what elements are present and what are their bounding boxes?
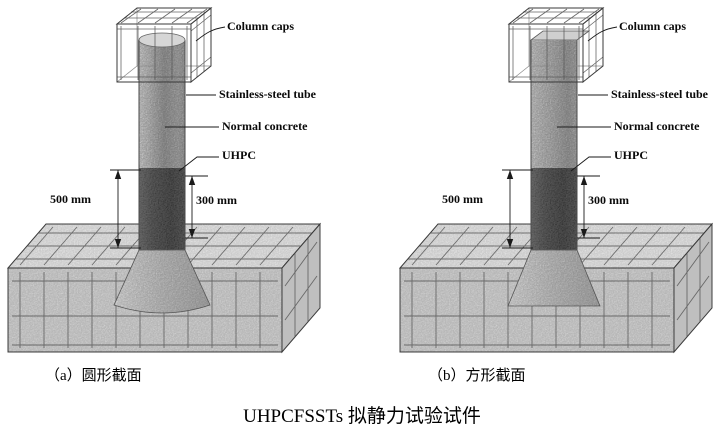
circular-column xyxy=(138,32,186,252)
panel-square-section: Column caps Stainless-steel tube Normal … xyxy=(362,0,724,400)
column-caps-label: Column caps xyxy=(619,19,687,33)
specimen-b: Column caps Stainless-steel tube Normal … xyxy=(392,0,724,362)
figure-caption: UHPCFSSTs 拟静力试验试件 xyxy=(243,406,481,427)
normal-concrete-label: Normal concrete xyxy=(222,119,308,133)
square-column xyxy=(529,30,591,252)
specimen-a-drawing xyxy=(0,7,362,362)
panel-a-caption: （a）圆形截面 xyxy=(45,368,142,384)
specimen-a: Column caps Stainless-steel tube Normal … xyxy=(0,0,362,362)
specimen-b-drawing xyxy=(392,7,724,362)
dim-500mm-label: 500 mm xyxy=(50,192,91,206)
stainless-steel-tube-label: Stainless-steel tube xyxy=(219,87,316,101)
normal-concrete-label: Normal concrete xyxy=(614,119,700,133)
panel-b-caption: （b）方形截面 xyxy=(428,368,526,384)
dim-500mm-label: 500 mm xyxy=(442,192,483,206)
column-base-pyramid xyxy=(507,249,601,307)
uhpc-label: UHPC xyxy=(222,148,256,162)
stainless-steel-tube-label: Stainless-steel tube xyxy=(611,87,708,101)
column-caps-label: Column caps xyxy=(227,19,295,33)
uhpc-label: UHPC xyxy=(614,148,648,162)
dim-300mm-label: 300 mm xyxy=(588,193,629,207)
panel-circular-section: Column caps Stainless-steel tube Normal … xyxy=(0,0,362,400)
column-base-cone xyxy=(113,249,211,314)
dim-300mm-label: 300 mm xyxy=(196,193,237,207)
